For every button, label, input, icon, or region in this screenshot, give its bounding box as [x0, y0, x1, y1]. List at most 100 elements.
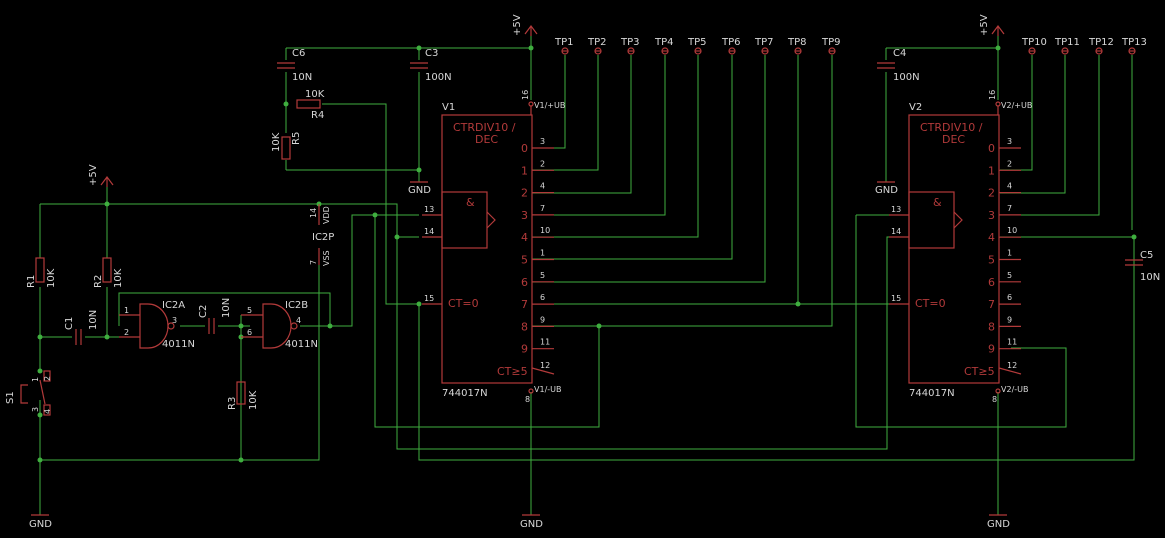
- test-point-label: TP1: [554, 37, 574, 48]
- test-point-tp2[interactable]: TP2: [587, 37, 607, 55]
- test-point-tp1[interactable]: TP1: [554, 37, 574, 55]
- test-point-label: TP8: [787, 37, 807, 48]
- capacitor-c3[interactable]: C3 100N: [410, 48, 452, 83]
- gate-symbol: &: [933, 196, 942, 209]
- capacitor-c1[interactable]: C1 10N: [64, 310, 99, 345]
- test-point-tp13[interactable]: TP13: [1121, 37, 1147, 55]
- test-point-tp6[interactable]: TP6: [721, 37, 741, 55]
- output-index: 5: [988, 254, 995, 267]
- vcc-symbol-3: +5V: [979, 14, 1005, 36]
- output-index: 7: [988, 298, 995, 311]
- test-point-tp10[interactable]: TP10: [1021, 37, 1047, 55]
- svg-text:R2: R2: [93, 275, 104, 288]
- svg-text:IC2B: IC2B: [285, 300, 308, 311]
- test-point-tp11[interactable]: TP11: [1054, 37, 1080, 55]
- junctions: [37, 45, 1137, 463]
- pin-number: 9: [1007, 315, 1012, 324]
- pin-number: 1: [540, 249, 545, 258]
- test-point-tp5[interactable]: TP5: [687, 37, 707, 55]
- pin-number: 2: [1007, 159, 1012, 168]
- svg-text:10K: 10K: [305, 89, 325, 100]
- output-index: 5: [521, 254, 528, 267]
- capacitor-c4[interactable]: C4 100N: [877, 48, 920, 83]
- svg-text:10K: 10K: [271, 132, 282, 152]
- svg-text:GND: GND: [987, 519, 1010, 530]
- pin-number: 13: [424, 205, 434, 214]
- svg-text:C5: C5: [1140, 250, 1153, 261]
- output-index: 2: [521, 187, 528, 200]
- capacitor-c6[interactable]: C6 10N: [277, 48, 312, 83]
- test-point-label: TP13: [1121, 37, 1147, 48]
- capacitor-c2[interactable]: C2 10N: [198, 298, 232, 334]
- test-point-tp4[interactable]: TP4: [654, 37, 674, 55]
- pin-number: 15: [891, 294, 901, 303]
- svg-text:100N: 100N: [425, 72, 452, 83]
- output-index: 9: [521, 343, 528, 356]
- pin-number: 9: [540, 315, 545, 324]
- svg-text:10K: 10K: [46, 268, 57, 288]
- pin-number: 7: [540, 204, 545, 213]
- svg-text:2: 2: [43, 376, 52, 381]
- svg-text:R5: R5: [291, 132, 302, 145]
- pin-number: 14: [891, 227, 901, 236]
- pin-number: 8: [525, 395, 530, 404]
- counter-part: 744017N: [442, 388, 488, 399]
- output-index: 0: [521, 142, 528, 155]
- svg-text:+5V: +5V: [512, 14, 523, 36]
- switch-s1[interactable]: S1 1 2 3 4: [5, 370, 52, 416]
- test-point-label: TP10: [1021, 37, 1047, 48]
- svg-text:3: 3: [31, 407, 40, 412]
- resistor-r4[interactable]: 10K R4: [296, 89, 325, 121]
- test-point-tp8[interactable]: TP8: [787, 37, 807, 55]
- pin-number: 15: [424, 294, 434, 303]
- svg-text:3: 3: [172, 316, 177, 325]
- nand-gate-ic2b[interactable]: IC2B 4011N 5 6 4: [241, 300, 318, 350]
- pin-number: 6: [1007, 293, 1012, 302]
- resistor-r2[interactable]: R2 10K: [93, 257, 124, 288]
- pin-number: 5: [540, 271, 545, 280]
- svg-text:100N: 100N: [893, 72, 920, 83]
- svg-text:C4: C4: [893, 48, 906, 59]
- svg-text:+5V: +5V: [88, 164, 99, 186]
- svg-text:+5V: +5V: [979, 14, 990, 36]
- test-point-tp3[interactable]: TP3: [620, 37, 640, 55]
- pin-number: 6: [540, 293, 545, 302]
- test-point-tp9[interactable]: TP9: [821, 37, 841, 55]
- gate-symbol: &: [466, 196, 475, 209]
- svg-text:10N: 10N: [88, 310, 99, 330]
- vcc-symbol-1: +5V: [88, 164, 114, 187]
- output-index: 3: [521, 209, 528, 222]
- pin-number: 7: [1007, 204, 1012, 213]
- resistor-r3[interactable]: R3 10K: [227, 381, 259, 410]
- svg-text:4: 4: [43, 409, 52, 414]
- output-index: 9: [988, 343, 995, 356]
- pin-number: 11: [540, 338, 550, 347]
- nand-gate-ic2a[interactable]: IC2A 4011N 1 2 3: [119, 300, 195, 350]
- test-point-label: TP7: [754, 37, 774, 48]
- svg-text:C3: C3: [425, 48, 438, 59]
- reset-label: CT=0: [915, 297, 946, 310]
- output-index: 7: [521, 298, 528, 311]
- pin-number: 4: [1007, 182, 1012, 191]
- resistor-r1[interactable]: R1 10K: [26, 257, 57, 288]
- test-point-tp7[interactable]: TP7: [754, 37, 774, 55]
- output-index: 6: [521, 276, 528, 289]
- pin-number: 8: [992, 395, 997, 404]
- counter-title: DEC: [942, 133, 965, 146]
- resistor-r5[interactable]: 10K R5: [271, 132, 302, 160]
- pin-number: 1: [1007, 249, 1012, 258]
- gnd-symbol-c4: GND: [875, 181, 898, 196]
- test-point-label: TP4: [654, 37, 674, 48]
- svg-text:R1: R1: [26, 275, 37, 288]
- capacitor-c5[interactable]: C5 10N: [1125, 250, 1160, 283]
- gnd-symbol-left: GND: [29, 514, 52, 530]
- counter-title: CTRDIV10 /: [453, 121, 516, 134]
- test-point-tp12[interactable]: TP12: [1088, 37, 1114, 55]
- test-point-label: TP9: [821, 37, 841, 48]
- svg-text:2: 2: [124, 328, 129, 337]
- output-index: 4: [521, 231, 528, 244]
- pin-number: 3: [1007, 137, 1012, 146]
